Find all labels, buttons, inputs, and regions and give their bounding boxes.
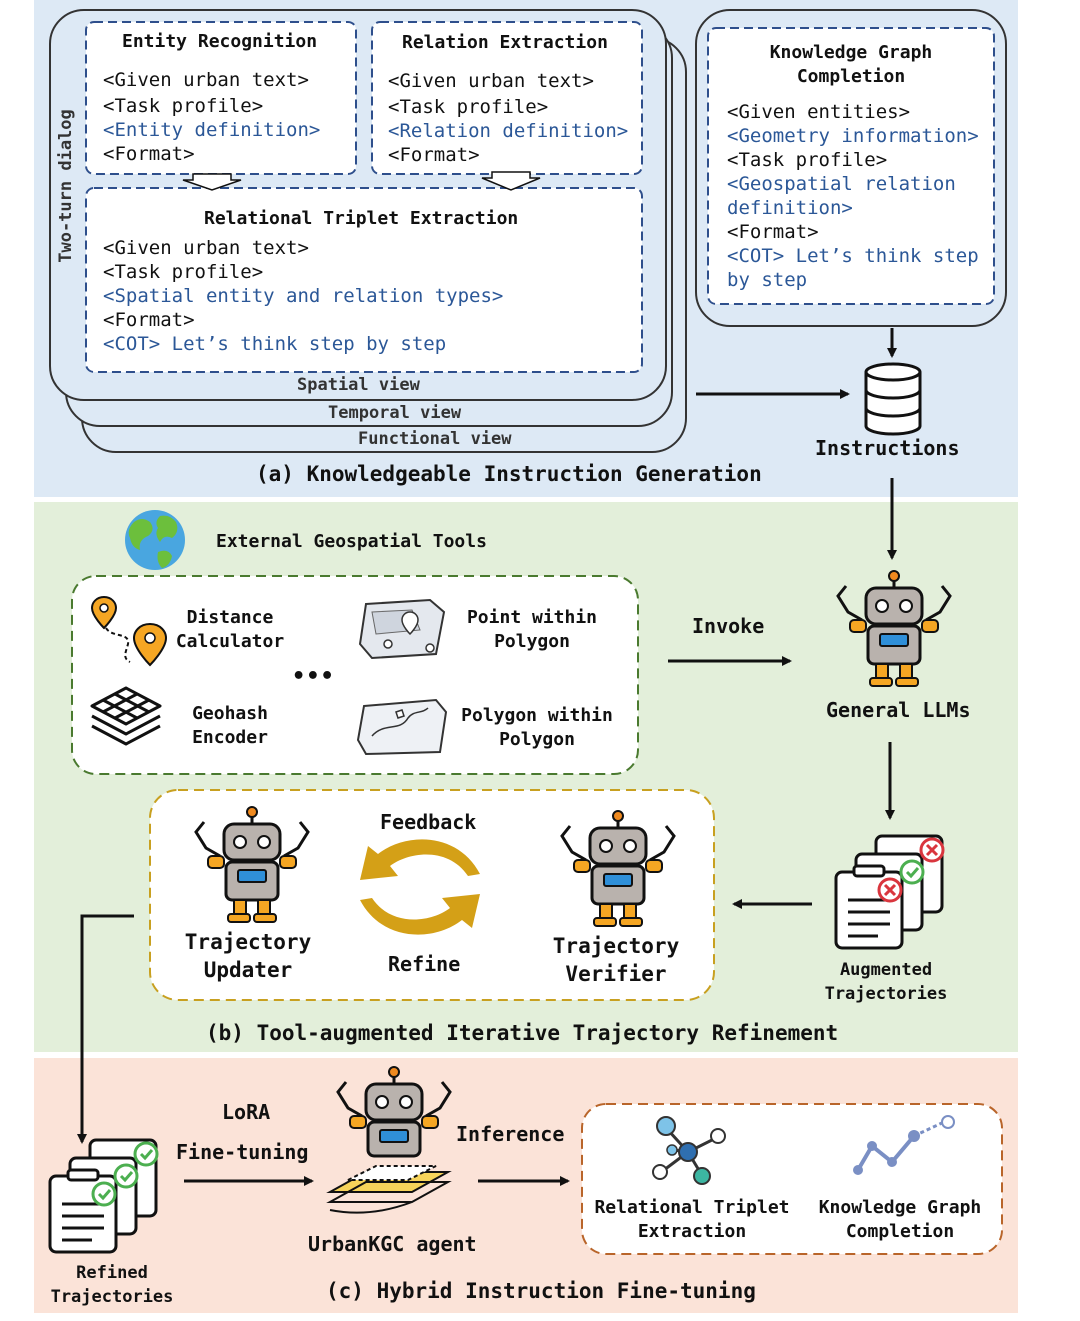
updater-label-2: Updater (203, 958, 293, 982)
kgc-line-1: <Given entities> (727, 101, 911, 123)
entity-line-3: <Entity definition> (103, 119, 321, 141)
point-label-1: Point within (466, 607, 598, 628)
triplet-line-5: <COT> Let’s think step by step (103, 333, 447, 355)
instructions-label: Instructions (815, 436, 960, 460)
augmented-label-2: Trajectories (824, 984, 948, 1004)
robot-icon-updater (194, 806, 310, 923)
robot-icon-llm (836, 570, 952, 687)
kgc-line-4: <Geospatial relation (727, 173, 956, 195)
relation-extraction-box (371, 21, 643, 175)
augmented-trajectories-icon (834, 834, 945, 950)
invoke-label: Invoke (692, 614, 765, 638)
point-label-2: Polygon (494, 631, 570, 652)
relational-triplet-box (85, 187, 643, 373)
polygon-within-polygon-icon (356, 698, 448, 756)
kgc-title-1: Knowledge Graph (769, 42, 933, 63)
augmented-label-1: Augmented (839, 960, 933, 980)
external-tools-label: External Geospatial Tools (216, 531, 487, 552)
refined-label-2: Trajectories (50, 1287, 174, 1307)
hollow-arrow-left (182, 173, 242, 191)
output-kgc-label-1: Knowledge Graph (818, 1197, 982, 1218)
arrow-loop-to-refined (77, 914, 134, 1144)
distance-label-1: Distance (186, 607, 274, 628)
tools-ellipsis: ••• (292, 664, 335, 689)
kgc-title-2: Completion (796, 66, 906, 87)
polygon-label-1: Polygon within (461, 705, 613, 726)
updater-label-1: Trajectory (184, 930, 312, 954)
entity-line-1: <Given urban text> (103, 69, 309, 91)
section-b-title: (b) Tool-augmented Iterative Trajectory … (206, 1021, 839, 1045)
output-rte-label-1: Relational Triplet (594, 1197, 790, 1218)
hollow-arrow-right (481, 171, 541, 191)
lora-label: LoRA (222, 1100, 271, 1124)
relation-line-4: <Format> (388, 144, 480, 166)
relation-line-2: <Task profile> (388, 96, 549, 118)
polygon-label-2: Polygon (499, 729, 575, 750)
spatial-view-label: Spatial view (297, 375, 420, 395)
relation-line-3: <Relation definition> (388, 120, 629, 142)
triplet-line-4: <Format> (103, 309, 195, 331)
kgc-line-3: <Task profile> (727, 149, 888, 171)
globe-icon (125, 510, 185, 570)
triplet-line-3: <Spatial entity and relation types> (103, 285, 504, 307)
relational-triplet-title: Relational Triplet Extraction (204, 208, 519, 229)
verifier-label-1: Trajectory (552, 934, 680, 958)
kgc-line-2: <Geometry information> (727, 125, 979, 147)
refined-trajectories-icon (48, 1138, 159, 1254)
tools-box (71, 575, 639, 775)
finetuning-label: Fine-tuning (176, 1140, 309, 1164)
section-a-title: (a) Knowledgeable Instruction Generation (256, 462, 762, 486)
refinement-box (149, 789, 715, 1001)
section-c-title: (c) Hybrid Instruction Fine-tuning (326, 1279, 756, 1303)
general-llms-label: General LLMs (826, 698, 971, 722)
refine-label: Refine (388, 952, 461, 976)
functional-view-label: Functional view (358, 429, 512, 449)
kgc-line-8: by step (727, 269, 808, 291)
relation-line-1: <Given urban text> (388, 70, 594, 92)
two-turn-dialog-label: Two-turn dialog (56, 109, 76, 263)
kgc-box (707, 27, 995, 305)
output-kgc-label-2: Completion (845, 1221, 955, 1242)
knowledge-graph-icon (853, 1115, 955, 1175)
feedback-arrow (360, 839, 480, 880)
geohash-label-1: Geohash (192, 703, 268, 724)
kgc-line-6: <Format> (727, 221, 819, 243)
triplet-line-2: <Task profile> (103, 261, 264, 283)
urbankgc-agent-label: UrbanKGC agent (308, 1232, 477, 1256)
output-rte-label-2: Extraction (637, 1221, 747, 1242)
kgc-line-5: definition> (727, 197, 853, 219)
geohash-encoder-icon (90, 686, 162, 746)
point-within-polygon-icon (358, 598, 446, 660)
refined-label-1: Refined (76, 1263, 148, 1283)
relational-triplet-icon (652, 1116, 726, 1185)
relation-extraction-title: Relation Extraction (402, 32, 608, 53)
distance-label-2: Calculator (175, 631, 285, 652)
entity-line-2: <Task profile> (103, 95, 264, 117)
database-icon (864, 362, 922, 436)
output-box (581, 1103, 1003, 1255)
feedback-label: Feedback (380, 810, 477, 834)
temporal-view-label: Temporal view (328, 403, 462, 423)
verifier-label-2: Verifier (565, 962, 667, 986)
inference-label: Inference (456, 1122, 565, 1146)
entity-recognition-title: Entity Recognition (122, 31, 318, 52)
entity-recognition-box (85, 21, 357, 175)
kgc-line-7: <COT> Let’s think step (727, 245, 979, 267)
finetune-platform-icon (326, 1165, 452, 1214)
entity-line-4: <Format> (103, 143, 195, 165)
refine-arrow (360, 894, 480, 935)
triplet-line-1: <Given urban text> (103, 237, 309, 259)
robot-icon-verifier (560, 810, 676, 927)
robot-icon-agent (336, 1066, 452, 1158)
distance-calculator-icon (90, 595, 168, 667)
geohash-label-2: Encoder (192, 727, 268, 748)
